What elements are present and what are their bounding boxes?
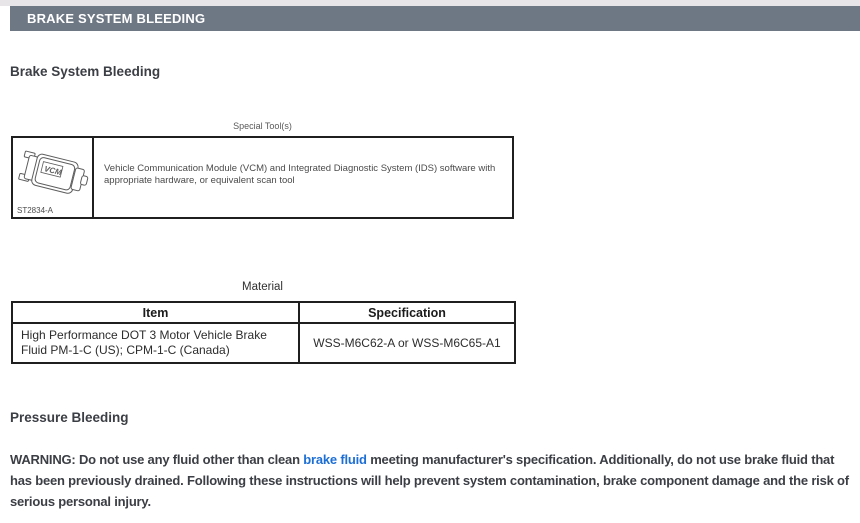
material-item-cell: High Performance DOT 3 Motor Vehicle Bra… xyxy=(11,322,300,364)
material-caption: Material xyxy=(242,281,283,293)
warning-text-after-link: meeting manufacturer's specification. Ad… xyxy=(10,452,849,509)
tool-description-cell: Vehicle Communication Module (VCM) and I… xyxy=(94,138,512,217)
material-col-specification: Specification xyxy=(298,301,516,324)
special-tools-caption: Special Tool(s) xyxy=(233,121,292,131)
vcm-device-label: VCM xyxy=(43,164,63,177)
material-spec-cell: WSS-M6C62-A or WSS-M6C65-A1 xyxy=(298,322,516,364)
material-table: Item Specification High Performance DOT … xyxy=(11,301,516,364)
tool-description: Vehicle Communication Module (VCM) and I… xyxy=(104,162,496,186)
tool-image-cell: VCM ST2834-A xyxy=(13,138,94,217)
brake-fluid-link[interactable]: brake fluid xyxy=(303,452,367,467)
top-strip xyxy=(0,0,860,6)
section-header-bar: BRAKE SYSTEM BLEEDING xyxy=(10,6,860,31)
tool-part-number: ST2834-A xyxy=(17,206,54,215)
page-title: Brake System Bleeding xyxy=(10,64,161,79)
special-tools-table: VCM ST2834-A Vehicle Communication Modul… xyxy=(11,136,514,219)
warning-text-before-link: WARNING: Do not use any fluid other than… xyxy=(10,452,304,467)
warning-paragraph: WARNING: Do not use any fluid other than… xyxy=(10,449,855,512)
section-header-title: BRAKE SYSTEM BLEEDING xyxy=(27,11,206,26)
material-header-row: Item Specification xyxy=(11,301,516,324)
subsection-title: Pressure Bleeding xyxy=(10,410,129,425)
material-row: High Performance DOT 3 Motor Vehicle Bra… xyxy=(11,322,516,364)
vcm-scan-tool-icon: VCM xyxy=(18,150,89,194)
material-col-item: Item xyxy=(11,301,300,324)
